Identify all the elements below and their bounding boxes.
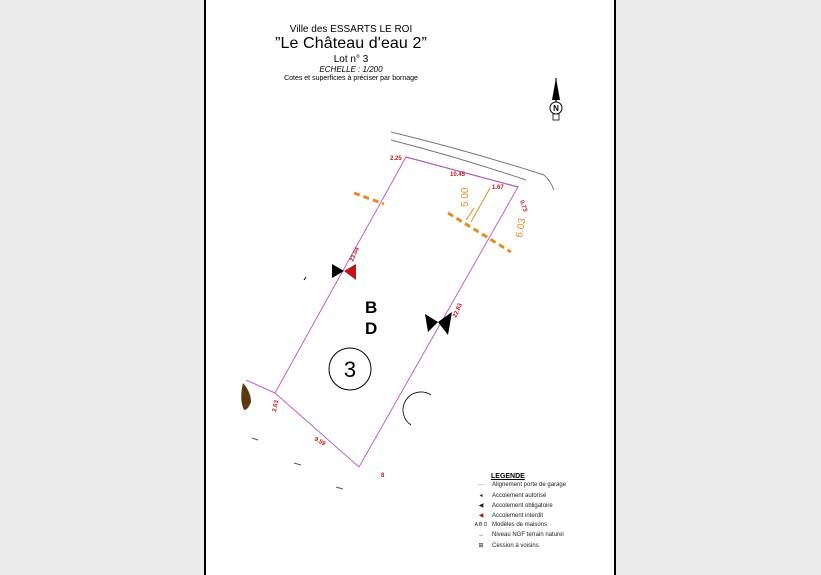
grid-icon: ⊞ [478,543,484,549]
legend-item: ◀ Accolement interdit [474,512,543,520]
stray-mark [335,486,344,490]
lot-number-circle [328,347,372,391]
scale-label: ECHELLE : 1/200 [319,65,383,74]
note-label: Cotes et superficies à préciser par born… [284,75,418,82]
accolement-obligatoire-icon [425,312,452,335]
north-label: N [553,104,559,113]
legend-item: A B D Modèles de maisons [474,522,548,528]
dim-top-right-b: 0.73 [518,200,528,214]
dim-garage-width: 6.03 [514,217,528,239]
dim-bottom-right: 8 [381,473,385,479]
black-triangle-icon: ◀ [478,503,484,509]
north-arrow-icon: N [549,78,563,121]
stray-mark [251,437,259,441]
legend-item: ⊞ Cession à voisins [474,542,538,550]
plan-sheet: Ville des ESSARTS LE ROI ”Le Château d'e… [204,0,616,575]
accolement-interdit-icon [332,264,356,280]
stray-mark [293,462,302,466]
parcel-outline [274,156,519,468]
legend-item: ◀ Accolement obligatoire [474,502,553,510]
city-title: Ville des ESSARTS LE ROI [289,24,413,35]
zone-letter-b: B [365,298,377,317]
legend-item: → Niveau NGF terrain naturel [474,532,564,538]
site-plan-drawing: N 2.25 10.45 1.67 0.73 23.04 22.83 [241,78,563,490]
garage-alignment-lines [353,187,512,254]
road-edge [390,131,555,191]
legend-item: — Alignement porte de garage [474,482,566,488]
legend-title: LEGENDE [491,473,525,480]
dim-top-mid: 10.45 [450,172,466,178]
dim-top-left: 2.25 [390,156,402,162]
project-title: ”Le Château d'eau 2” [275,35,427,52]
dim-bottom: 9.59 [313,437,327,448]
brown-marker [241,383,251,410]
dim-top-right-a: 1.67 [492,185,504,191]
dim-garage-setback: 5.00 [460,187,471,207]
garage-line-icon: — [478,482,484,488]
lot-number: 3 [344,357,356,382]
arrow-icon: → [478,532,484,538]
parcel-corner-segment [245,379,276,394]
house-models-icon: A B D [474,522,488,528]
small-triangle-icon: ◂ [479,493,483,499]
dim-left-side: 23.04 [349,246,361,263]
zone-letter-d: D [365,319,377,338]
dim-right-side: 22.83 [452,302,464,319]
legend-item: ◂ Accolement autorisé [474,492,546,500]
lot-title: Lot n° 3 [333,54,369,65]
red-triangle-icon: ◀ [478,513,484,519]
dim-bottom-left: 2.63 [272,399,280,412]
tree-arc [402,391,432,426]
stray-mark [303,276,307,281]
